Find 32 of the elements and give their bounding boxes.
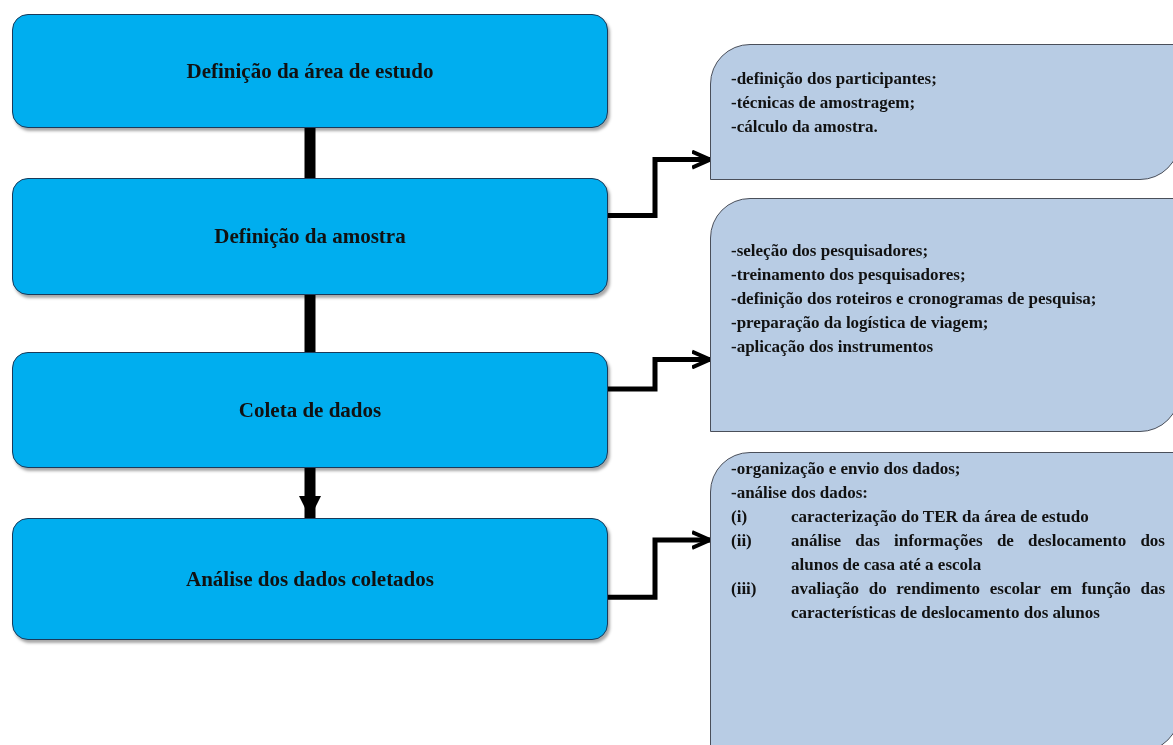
arrow bbox=[299, 468, 321, 518]
note-box bbox=[710, 44, 1173, 180]
note-text: -preparação da logística de viagem; bbox=[731, 312, 990, 334]
process-box bbox=[12, 178, 608, 295]
arrow bbox=[608, 349, 712, 392]
arrow bbox=[608, 149, 712, 218]
note-box bbox=[710, 198, 1173, 432]
note-text: -definição dos participantes; bbox=[731, 68, 938, 90]
connector-line bbox=[304, 128, 316, 178]
note-text: -organização e envio dos dados; bbox=[731, 458, 962, 480]
note-text: -seleção dos pesquisadores; bbox=[731, 240, 930, 262]
note-text: -aplicação dos instrumentos bbox=[731, 336, 935, 358]
connector-line bbox=[304, 295, 316, 352]
step-label: Coleta de dados bbox=[238, 397, 382, 423]
process-box bbox=[12, 352, 608, 468]
step-label: Definição da área de estudo bbox=[186, 58, 434, 84]
arrow bbox=[608, 530, 712, 600]
note-text: -treinamento dos pesquisadores; bbox=[731, 264, 967, 286]
step-label: Análise dos dados coletados bbox=[186, 566, 434, 592]
list-marker: (iii) bbox=[731, 578, 758, 600]
step-label: Definição da amostra bbox=[214, 224, 406, 249]
note-text: -análise dos dados: bbox=[731, 482, 869, 504]
list-marker: (ii) bbox=[731, 530, 753, 552]
note-box bbox=[710, 452, 1173, 745]
note-text: avaliação do rendimento escolar em função das características de deslocamento dos alunos bbox=[791, 578, 1165, 624]
list-marker: (i) bbox=[731, 506, 749, 528]
process-box bbox=[12, 14, 608, 128]
note-text: -cálculo da amostra. bbox=[731, 116, 879, 138]
process-box bbox=[12, 518, 608, 640]
note-text: -definição dos roteiros e cronogramas de pesquisa; bbox=[731, 288, 1098, 310]
note-text: caracterização do TER da área de estudo bbox=[791, 506, 1090, 528]
note-text: -técnicas de amostragem; bbox=[731, 92, 917, 114]
